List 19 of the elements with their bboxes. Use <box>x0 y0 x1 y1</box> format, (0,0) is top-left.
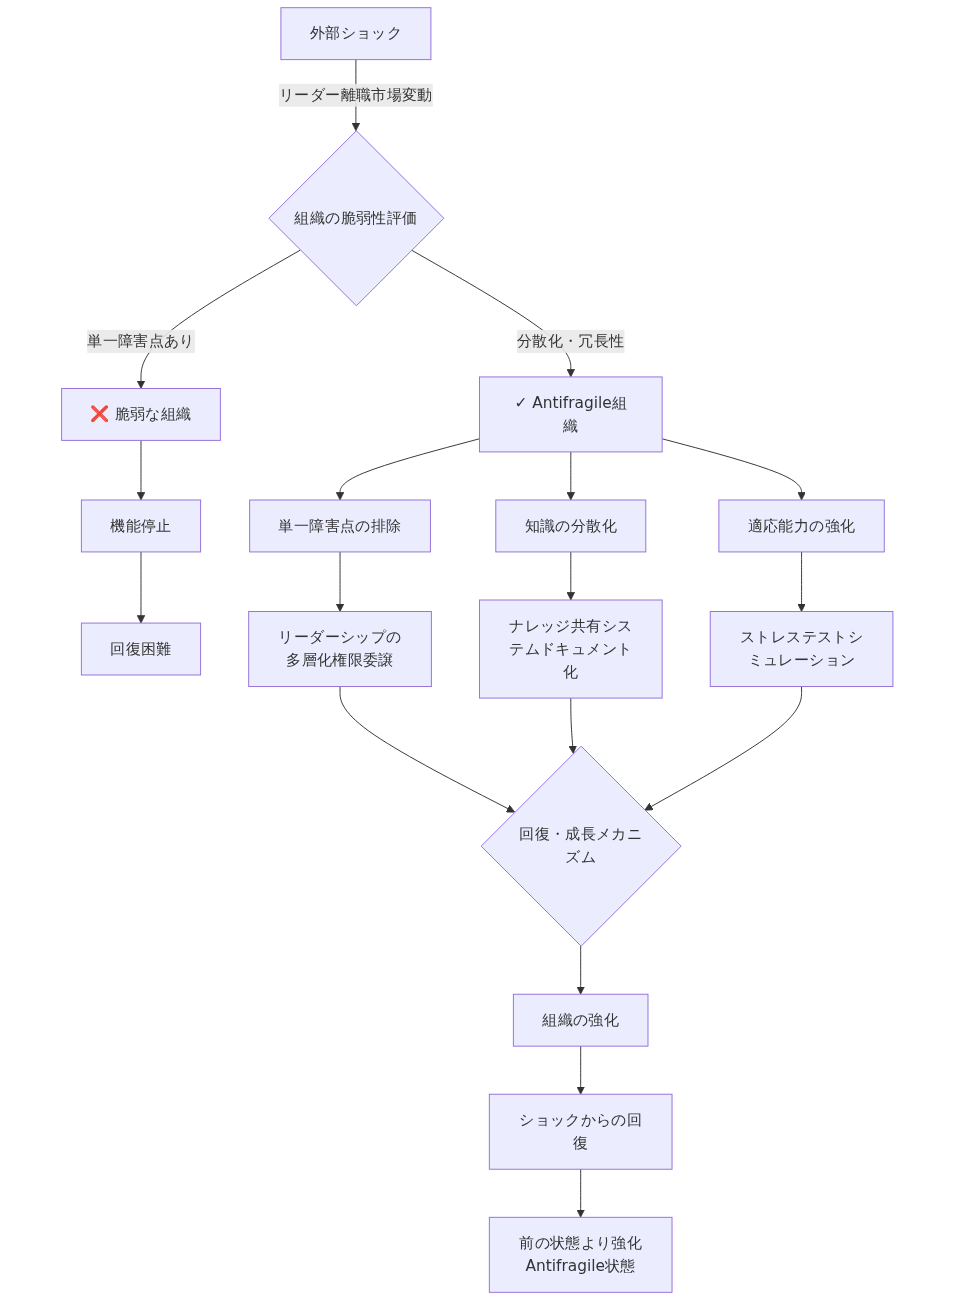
edge-label: 分散化・冗長性 <box>516 331 625 350</box>
node-box: 機能停止 <box>80 499 201 553</box>
node-box: ✓ Antifragile組織 <box>478 376 663 453</box>
node-box: ストレステストシミュレーション <box>709 611 894 687</box>
node-box: ❌ 脆弱な組織 <box>60 387 221 441</box>
node-box: 回復困難 <box>80 622 201 676</box>
node-box: 知識の分散化 <box>495 499 646 553</box>
node-box: ショックからの回復 <box>488 1093 673 1170</box>
edge-label: 単一障害点あり <box>86 331 195 350</box>
edge-label: リーダー離職市場変動 <box>278 85 433 104</box>
node-box: 外部ショック <box>280 7 432 61</box>
node-box: ナレッジ共有システムドキュメント化 <box>478 599 663 699</box>
node-box: 組織の強化 <box>512 993 649 1047</box>
node-diamond: 回復・成長メカニズム <box>480 745 682 947</box>
node-diamond: 組織の脆弱性評価 <box>268 130 445 307</box>
node-box: 単一障害点の排除 <box>248 499 431 553</box>
node-box: 前の状態より強化Antifragile状態 <box>488 1216 673 1293</box>
node-box: リーダーシップの多層化権限委譲 <box>247 611 432 687</box>
node-box: 適応能力の強化 <box>718 499 885 553</box>
